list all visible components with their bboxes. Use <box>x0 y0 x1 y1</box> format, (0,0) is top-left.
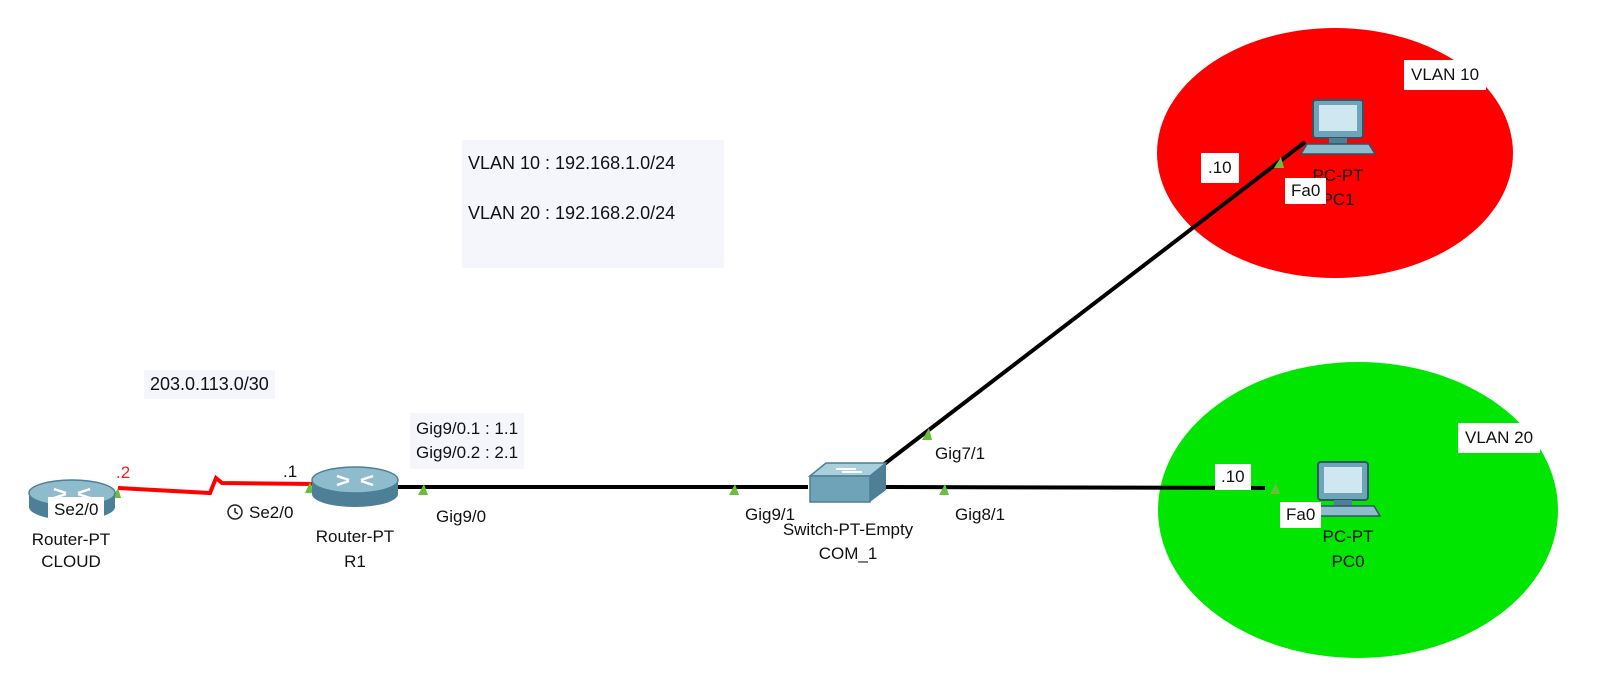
port-marker <box>1270 483 1280 494</box>
port-marker <box>939 484 949 495</box>
switch-port-gig9-1: Gig9/1 <box>745 505 796 524</box>
port-marker <box>729 484 739 495</box>
cloud-name: CLOUD <box>41 552 101 571</box>
r1-model: Router-PT <box>315 527 395 546</box>
pc0-model: PC-PT <box>1322 527 1374 546</box>
port-marker <box>418 484 428 495</box>
wan-subnet-label: 203.0.113.0/30 <box>150 374 269 394</box>
port-marker <box>305 482 314 493</box>
port-marker <box>922 428 932 440</box>
switch-port-gig7-1: Gig7/1 <box>935 444 986 463</box>
r1-serial-port: Se2/0 <box>249 503 294 522</box>
r1-lan-port: Gig9/0 <box>436 507 487 526</box>
pc1-ip: .10 <box>1201 153 1239 183</box>
pc-icon[interactable] <box>1299 99 1377 155</box>
pc0-name: PC0 <box>1331 552 1365 571</box>
cloud-port: Se2/0 <box>48 497 105 523</box>
serial-link[interactable] <box>117 474 317 496</box>
vlan20-subnet: VLAN 20 : 192.168.2.0/24 <box>468 203 676 223</box>
link-switch-pc0[interactable] <box>884 485 1266 490</box>
switch-icon[interactable] <box>807 462 889 503</box>
pc0-port: Fa0 <box>1280 502 1322 528</box>
vlan10-subnet: VLAN 10 : 192.168.1.0/24 <box>468 153 676 173</box>
pc1-name: PC1 <box>1321 190 1355 209</box>
pc-icon[interactable] <box>1304 461 1382 517</box>
subinterface-1: Gig9/0.1 : 1.1 <box>416 419 519 438</box>
pc0-ip: .10 <box>1215 464 1251 490</box>
cloud-model: Router-PT <box>31 530 111 549</box>
clock-icon <box>227 504 243 520</box>
switch-model: Switch-PT-Empty <box>782 520 914 539</box>
subinterface-2: Gig9/0.2 : 2.1 <box>416 443 519 462</box>
wan-subnet-note: 203.0.113.0/30 <box>144 370 275 399</box>
vlan10-label: VLAN 10 <box>1404 60 1487 90</box>
pc1-port: Fa0 <box>1285 178 1327 204</box>
switch-name: COM_1 <box>818 544 878 563</box>
vlan20-label: VLAN 20 <box>1458 423 1541 453</box>
subinterface-note: Gig9/0.1 : 1.1 Gig9/0.2 : 2.1 <box>410 413 525 469</box>
link-switch-pc1[interactable] <box>868 140 1307 477</box>
switch-port-gig8-1: Gig8/1 <box>955 505 1006 524</box>
cloud-ip: .2 <box>116 463 131 482</box>
port-marker <box>1274 157 1284 168</box>
r1-name: R1 <box>344 552 366 571</box>
r1-serial-ip: .1 <box>283 462 298 481</box>
vlan-subnet-note: VLAN 10 : 192.168.1.0/24 VLAN 20 : 192.1… <box>462 140 724 268</box>
router-icon[interactable] <box>311 466 399 507</box>
